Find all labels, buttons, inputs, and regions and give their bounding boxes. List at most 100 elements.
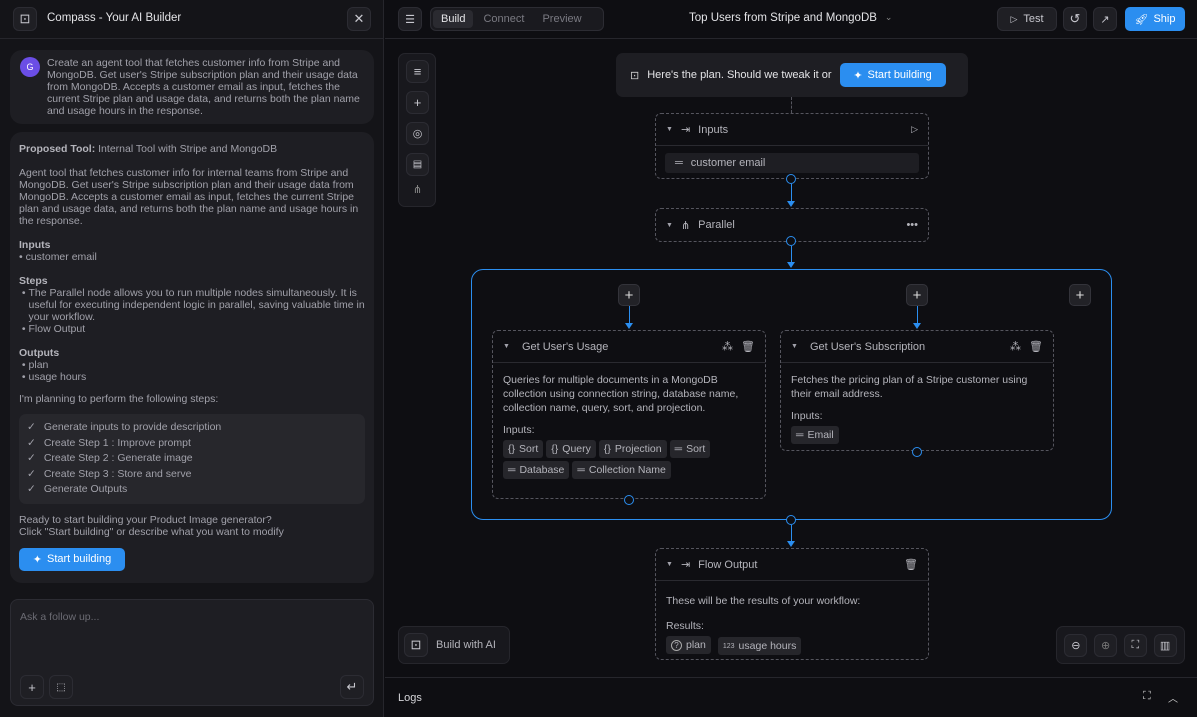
zoom-in-icon: ⊕ [1101, 639, 1111, 652]
user-message: G Create an agent tool that fetches cust… [10, 50, 374, 124]
start-building-button[interactable]: ✦Start building [19, 547, 125, 571]
test-button[interactable]: ▷Test [997, 7, 1057, 31]
variables-button[interactable]: ▤ [406, 153, 429, 176]
comment-button[interactable]: ◎ [406, 122, 429, 145]
chip-projection[interactable]: {}Projection [598, 440, 667, 458]
logs-bar[interactable]: Logs ⛶ ︿ [385, 678, 1197, 717]
workflow-title[interactable]: Top Users from Stripe and MongoDB⌄ [689, 12, 893, 24]
input-chips: {}Sort{}Query{}Projection═Sort ═Database… [493, 440, 765, 482]
magic-wand-icon[interactable]: ⁂ [1010, 341, 1022, 353]
chip-sort[interactable]: {}Sort [503, 440, 544, 458]
connector-handle[interactable] [786, 236, 796, 246]
trash-icon[interactable]: 🗑︎ [904, 559, 918, 571]
flow-output-node[interactable]: ▼⇥Flow Output🗑︎ These will be the result… [655, 548, 929, 660]
edge [791, 525, 792, 542]
connector-handle[interactable] [786, 515, 796, 525]
assistant-response: Proposed Tool: Internal Tool with Stripe… [10, 132, 374, 583]
connector-handle[interactable] [624, 495, 634, 505]
zoom-in-button[interactable]: ⊕ [1094, 633, 1118, 657]
connector-handle[interactable] [912, 447, 922, 457]
hierarchy-icon: ⋔ [412, 184, 423, 196]
tab-preview[interactable]: Preview [542, 13, 582, 25]
step-item: • The Parallel node allows you to run mu… [19, 287, 365, 323]
minimap-button[interactable]: ▥ [1153, 633, 1177, 657]
menu-button[interactable]: ≡ [406, 60, 429, 83]
build-with-ai-button[interactable]: ⊡Build with AI [398, 626, 510, 664]
chip-query[interactable]: {}Query [546, 440, 596, 458]
caret-down-icon: ▼ [666, 126, 673, 133]
outputs-heading: Outputs [19, 347, 60, 359]
trash-icon[interactable]: 🗑︎ [741, 341, 755, 353]
chip-plan[interactable]: ?plan [666, 636, 711, 654]
more-options-icon[interactable]: ••• [906, 219, 918, 231]
chat-sparkle-icon: ⊡ [13, 7, 37, 31]
checklist-item: ✓Generate inputs to provide description [27, 421, 222, 433]
enter-icon: ↵ [346, 679, 358, 694]
add-attachment-button[interactable]: + [20, 675, 44, 699]
add-branch-button[interactable]: + [906, 284, 928, 306]
step-item: • Flow Output [19, 323, 86, 335]
plus-icon: + [912, 286, 922, 304]
chip-database[interactable]: ═Database [503, 461, 570, 479]
checklist-item: ✓Create Step 2 : Generate image [27, 452, 193, 464]
check-icon: ✓ [27, 467, 36, 480]
node-title: Inputs [698, 123, 729, 136]
followup-input[interactable]: Ask a follow up... + ⬚ ↵ [10, 599, 374, 706]
add-branch-button[interactable]: + [618, 284, 640, 306]
ready-text: Ready to start building your Product Ima… [19, 513, 272, 526]
caret-down-icon: ▼ [503, 343, 510, 350]
edge [791, 246, 792, 263]
ship-button[interactable]: 🚀︎Ship [1125, 7, 1185, 31]
caret-down-icon: ▼ [666, 221, 673, 229]
tool-description: Agent tool that fetches customer info fo… [19, 167, 359, 227]
divider [0, 38, 383, 39]
get-users-subscription-node[interactable]: ▼Get User's Subscription⁂🗑︎ Fetches the … [780, 330, 1054, 451]
history-button[interactable]: ↺ [1063, 7, 1087, 31]
proposed-label: Proposed Tool: [19, 143, 96, 155]
trash-icon[interactable]: 🗑︎ [1029, 341, 1043, 353]
edge [917, 306, 918, 324]
chip-sort-text[interactable]: ═Sort [669, 440, 711, 458]
zoom-out-button[interactable]: ⊖ [1064, 633, 1088, 657]
sparkle-icon: ✦ [32, 553, 42, 566]
add-node-button[interactable]: + [406, 91, 429, 114]
results-label: Results: [666, 620, 704, 632]
chat-sparkle-icon: ⊡ [630, 69, 640, 82]
magic-wand-icon[interactable]: ⁂ [722, 341, 734, 353]
toggle-panel-button[interactable]: ☰ [398, 7, 422, 31]
select-element-button[interactable]: ⬚ [49, 675, 73, 699]
plus-icon: + [624, 286, 634, 304]
tab-build[interactable]: Build [433, 10, 474, 28]
send-button[interactable]: ↵ [340, 675, 364, 699]
chevron-down-icon: ⌄ [884, 12, 893, 22]
tab-connect[interactable]: Connect [483, 13, 525, 25]
share-button[interactable]: ↗ [1093, 7, 1117, 31]
edge-arrow [913, 323, 921, 329]
start-building-button[interactable]: ✦Start building [839, 63, 946, 87]
node-title: Flow Output [698, 558, 758, 571]
connector-handle[interactable] [786, 174, 796, 184]
fit-view-button[interactable]: ⛶ [1123, 633, 1147, 657]
input-field-customer-email[interactable]: ═customer email [665, 153, 919, 173]
expand-icon[interactable]: ⛶ [1143, 690, 1151, 702]
chip-email[interactable]: ═Email [791, 426, 839, 444]
divider [385, 677, 1197, 678]
run-button[interactable]: ▷ [911, 124, 918, 134]
chevron-up-icon[interactable]: ︿ [1168, 694, 1178, 705]
canvas-toolbar: ≡ + ◎ ▤ ⋔ [398, 53, 436, 207]
hierarchy-button[interactable]: ⋔ [406, 178, 429, 201]
add-branch-button[interactable]: + [1069, 284, 1091, 306]
output-item: • plan [19, 359, 49, 371]
get-users-usage-node[interactable]: ▼Get User's Usage⁂🗑︎ Queries for multipl… [492, 330, 766, 499]
edge-arrow [787, 262, 795, 268]
chip-collection-name[interactable]: ═Collection Name [572, 461, 671, 479]
steps-heading: Steps [19, 275, 48, 287]
text-icon: ═ [796, 429, 804, 441]
panel-title: Compass - Your AI Builder [47, 12, 182, 24]
inputs-node[interactable]: ▼⇥Inputs▷ ═customer email [655, 113, 929, 179]
close-button[interactable]: ✕ [347, 7, 371, 31]
history-icon: ↺ [1069, 11, 1081, 26]
user-message-text: Create an agent tool that fetches custom… [47, 57, 360, 117]
input-item: • customer email [19, 251, 97, 263]
